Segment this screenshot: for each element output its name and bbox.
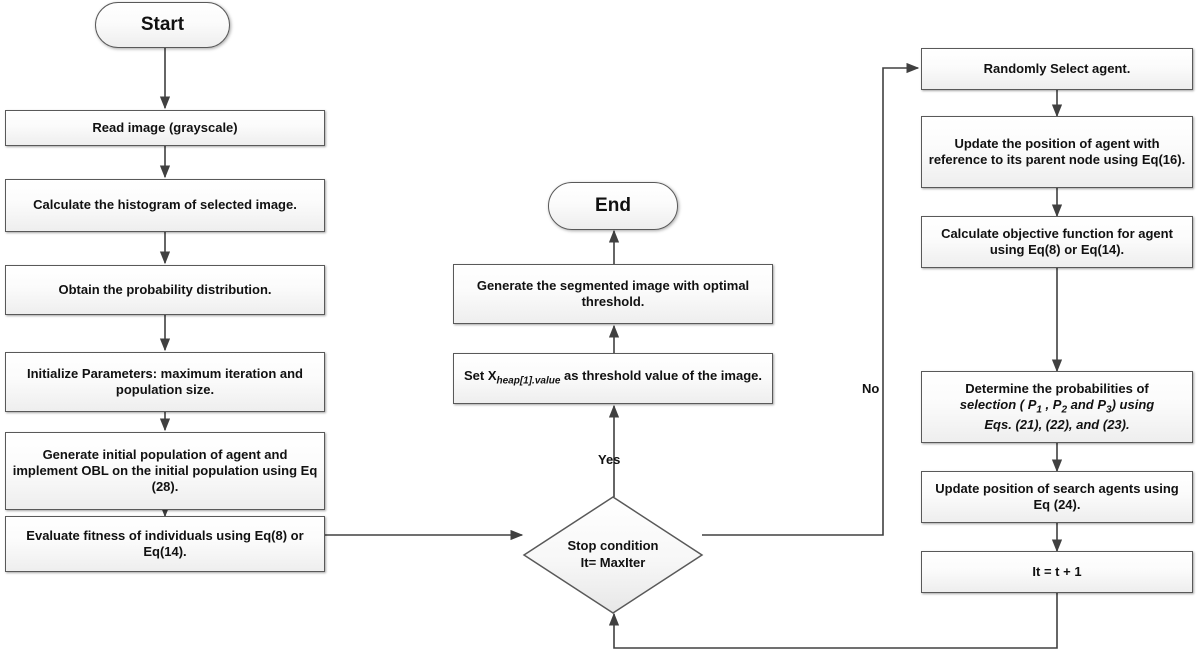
node-update-position-parent[interactable]: Update the position of agent with refere… xyxy=(921,116,1193,188)
node-read-image[interactable]: Read image (grayscale) xyxy=(5,110,325,146)
set-threshold-suffix: as threshold value of the image. xyxy=(564,368,762,384)
node-generate-segmented[interactable]: Generate the segmented image with optima… xyxy=(453,264,773,324)
node-end[interactable]: End xyxy=(548,182,678,230)
node-determine-probabilities-label: Determine the probabilities of selection… xyxy=(928,381,1186,434)
node-calculate-objective-label: Calculate objective function for agent u… xyxy=(941,225,1173,257)
node-randomly-select-agent-label: Randomly Select agent. xyxy=(983,60,1131,76)
node-update-search-agents-label: Update position of search agents using E… xyxy=(935,480,1179,512)
stop-condition-line2: It= MaxIter xyxy=(580,555,646,570)
set-threshold-prefix: Set X xyxy=(463,368,497,384)
node-set-threshold[interactable]: Set Xheap[1].value as threshold value of… xyxy=(453,353,773,404)
node-generate-segmented-label: Generate the segmented image with optima… xyxy=(476,277,750,309)
set-threshold-subscript: heap[1].value xyxy=(496,376,561,388)
node-calculate-histogram-label: Calculate the histogram of selected imag… xyxy=(33,197,297,213)
prob-seg-b: , P xyxy=(1041,396,1062,412)
node-start-label: Start xyxy=(140,14,185,36)
edge-label-yes: Yes xyxy=(598,452,621,467)
node-end-label: End xyxy=(595,195,631,217)
node-obtain-probability-label: Obtain the probability distribution. xyxy=(58,281,272,297)
node-obtain-probability[interactable]: Obtain the probability distribution. xyxy=(5,265,325,315)
node-stop-condition[interactable]: Stop condition It= MaxIter xyxy=(522,495,704,615)
prob-sub-3: 3 xyxy=(1106,404,1112,416)
determine-probabilities-line2: selection ( P1 , P2 and P3) using xyxy=(959,396,1155,416)
node-determine-probabilities[interactable]: Determine the probabilities of selection… xyxy=(921,371,1193,443)
node-calculate-histogram[interactable]: Calculate the histogram of selected imag… xyxy=(5,179,325,232)
node-calculate-objective[interactable]: Calculate objective function for agent u… xyxy=(921,216,1193,268)
prob-seg-d: ) using xyxy=(1111,396,1155,412)
node-update-position-parent-label: Update the position of agent with refere… xyxy=(928,135,1186,167)
prob-sub-1: 1 xyxy=(1036,404,1042,416)
stop-condition-line1: Stop condition xyxy=(567,538,659,554)
stop-condition-diamond-shape xyxy=(522,496,704,614)
node-read-image-label: Read image (grayscale) xyxy=(92,119,238,135)
node-evaluate-fitness[interactable]: Evaluate fitness of individuals using Eq… xyxy=(5,516,325,572)
node-generate-population[interactable]: Generate initial population of agent and… xyxy=(5,432,325,510)
node-set-threshold-label: Set Xheap[1].value as threshold value of… xyxy=(460,368,766,388)
node-randomly-select-agent[interactable]: Randomly Select agent. xyxy=(921,48,1193,90)
determine-probabilities-line1: Determine the probabilities of xyxy=(965,380,1149,396)
node-evaluate-fitness-label: Evaluate fitness of individuals using Eq… xyxy=(26,527,304,559)
node-initialize-parameters[interactable]: Initialize Parameters: maximum iteration… xyxy=(5,352,325,412)
prob-sub-2: 2 xyxy=(1061,404,1068,416)
determine-probabilities-line3: Eqs. (21), (22), and (23). xyxy=(984,417,1130,433)
node-generate-population-label: Generate initial population of agent and… xyxy=(12,446,318,495)
node-update-search-agents[interactable]: Update position of search agents using E… xyxy=(921,471,1193,523)
node-start[interactable]: Start xyxy=(95,2,230,48)
edge-label-no: No xyxy=(862,381,880,396)
prob-seg-a: selection ( P xyxy=(959,396,1037,412)
node-increment-iteration-label: It = t + 1 xyxy=(1032,563,1082,579)
node-initialize-parameters-label: Initialize Parameters: maximum iteration… xyxy=(27,365,303,397)
prob-seg-c: and P xyxy=(1067,396,1107,412)
node-increment-iteration[interactable]: It = t + 1 xyxy=(921,551,1193,593)
